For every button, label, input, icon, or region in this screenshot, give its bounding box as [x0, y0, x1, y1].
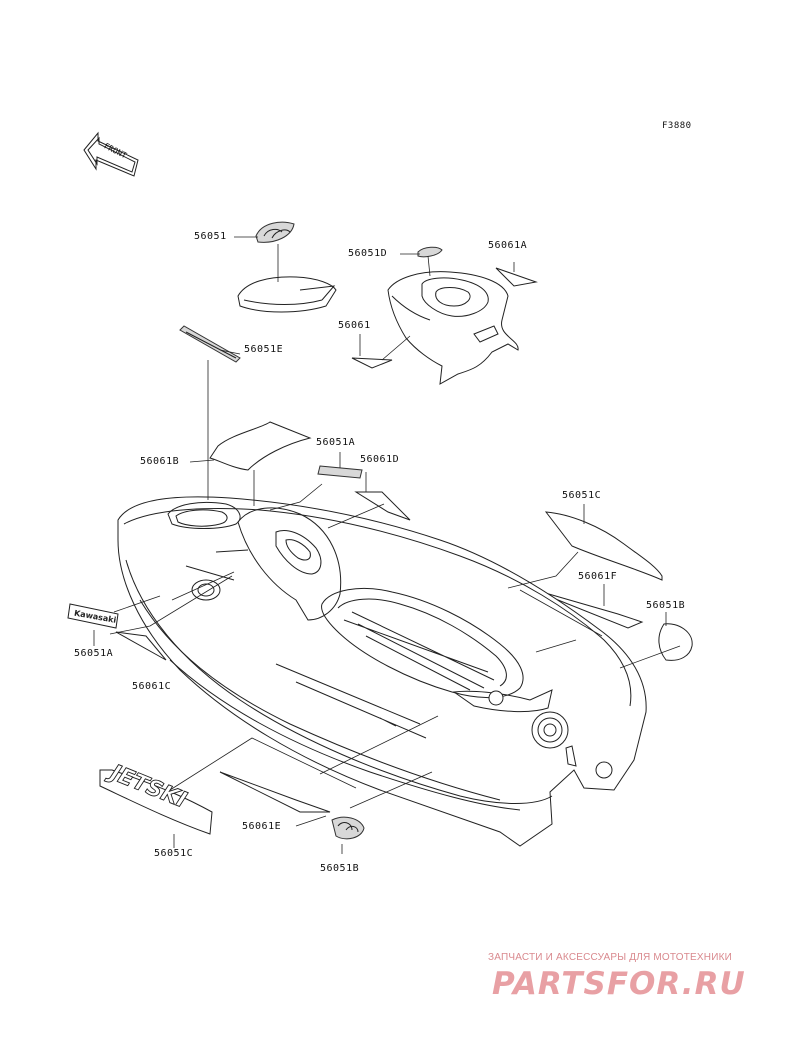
ss-emblem-bottom	[331, 816, 365, 840]
label-56061F: 56061F	[578, 571, 618, 582]
watermark-logo: PARTSFOR.RU	[492, 966, 746, 1002]
hatch-cover	[237, 276, 337, 313]
label-56051D: 56051D	[348, 248, 388, 259]
label-56051A-top: 56051A	[316, 437, 356, 448]
steering-cover	[351, 246, 538, 385]
label-56051E: 56051E	[244, 344, 284, 355]
decal-56051C-right	[544, 511, 663, 581]
stripe-decal-56051E	[179, 325, 241, 363]
decal-56061C	[115, 631, 167, 661]
label-56061D: 56061D	[360, 454, 400, 465]
leader-lines	[93, 236, 681, 854]
ss-emblem-top	[255, 221, 295, 243]
label-56051B-bottom: 56051B	[320, 863, 360, 874]
label-56061: 56061	[338, 320, 371, 331]
front-arrow-icon: FRONT	[83, 131, 139, 177]
decal-56061E	[219, 771, 331, 813]
label-56061B: 56061B	[140, 456, 180, 467]
jetski-hull	[117, 496, 647, 847]
label-56051B-right: 56051B	[646, 600, 686, 611]
decal-56061D	[354, 491, 411, 521]
kawasaki-decal: Kawasaki	[67, 603, 119, 629]
label-56051: 56051	[194, 231, 227, 242]
label-56061E: 56061E	[242, 821, 282, 832]
label-56061A: 56061A	[488, 240, 528, 251]
label-56051C-bottom: 56051C	[154, 848, 194, 859]
label-56051A-left: 56051A	[74, 648, 114, 659]
decal-56051A-top	[317, 465, 363, 479]
figure-code: F3880	[662, 121, 692, 131]
watermark-tagline: ЗАПЧАСТИ И АКСЕССУАРЫ ДЛЯ МОТОТЕХНИКИ	[488, 952, 733, 963]
jetski-decal: JETSKI	[99, 759, 213, 835]
decal-56061F	[527, 587, 644, 629]
decal-56061B	[209, 421, 312, 471]
decal-56051B-right	[658, 623, 693, 661]
label-56061C: 56061C	[132, 681, 172, 692]
label-56051C-right: 56051C	[562, 490, 602, 501]
